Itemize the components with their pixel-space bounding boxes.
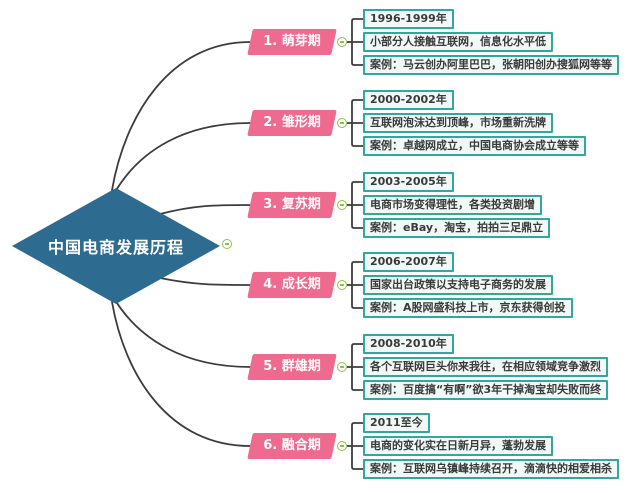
branch-4-collapse-minus-icon[interactable]	[337, 280, 347, 290]
branch-2: 2. 雏形期 2000-2002年 互联网泡沫达到顶峰，市场重新洗牌 案例：卓越…	[247, 90, 640, 156]
stage-label: 6. 融合期	[263, 438, 321, 453]
detail-node[interactable]: 1996-1999年	[363, 9, 454, 29]
stage-node-3[interactable]: 3. 复苏期	[247, 192, 337, 218]
curve-branch-2	[114, 122, 251, 193]
branch-6-collapse-minus-icon[interactable]	[337, 441, 347, 451]
curve-branch-6	[111, 301, 251, 447]
detail-node[interactable]: 案例：eBay，淘宝，拍拍三足鼎立	[363, 218, 551, 238]
bracket-connector	[347, 261, 363, 309]
bracket-connector	[347, 99, 363, 147]
detail-node[interactable]: 2000-2002年	[363, 90, 454, 110]
root-collapse-minus-icon[interactable]	[222, 239, 232, 249]
detail-node[interactable]: 2011至今	[363, 413, 430, 433]
branch-3: 3. 复苏期 2003-2005年 电商市场变得理性，各类投资剧增 案例：eBa…	[247, 172, 640, 238]
branch-2-collapse-minus-icon[interactable]	[337, 118, 347, 128]
bracket-connector	[347, 422, 363, 470]
stage-label: 5. 群雄期	[263, 359, 321, 374]
detail-node[interactable]: 2006-2007年	[363, 252, 454, 272]
curve-branch-1	[111, 41, 251, 191]
curve-branch-4	[159, 277, 251, 286]
stage-node-2[interactable]: 2. 雏形期	[247, 110, 337, 136]
curve-branch-5	[114, 299, 251, 368]
detail-node[interactable]: 案例：卓越网成立，中国电商协会成立等等	[363, 136, 586, 156]
curve-branch-3	[159, 204, 251, 215]
detail-node[interactable]: 电商的变化实在日新月异，蓬勃发展	[363, 436, 553, 456]
detail-node[interactable]: 案例：马云创办阿里巴巴，张朝阳创办搜狐网等等	[363, 55, 619, 75]
branch-4: 4. 成长期 2006-2007年 国家出台政策以支持电子商务的发展 案例：A股…	[247, 252, 640, 318]
stage-label: 4. 成长期	[263, 277, 321, 292]
stage-label: 2. 雏形期	[263, 115, 321, 130]
stage-node-1[interactable]: 1. 萌芽期	[247, 29, 337, 55]
detail-node[interactable]: 案例：A股网盛科技上市，京东获得创投	[363, 298, 573, 318]
stage-node-5[interactable]: 5. 群雄期	[247, 354, 337, 380]
detail-node[interactable]: 小部分人接触互联网，信息化水平低	[363, 32, 553, 52]
branch-6: 6. 融合期 2011至今 电商的变化实在日新月异，蓬勃发展 案例：互联网乌镇峰…	[247, 413, 640, 479]
branch-3-collapse-minus-icon[interactable]	[337, 200, 347, 210]
detail-node[interactable]: 2008-2010年	[363, 334, 454, 354]
branch-1: 1. 萌芽期 1996-1999年 小部分人接触互联网，信息化水平低 案例：马云…	[247, 9, 640, 75]
stage-node-4[interactable]: 4. 成长期	[247, 272, 337, 298]
detail-node[interactable]: 案例：百度搞“有啊”欲3年干掉淘宝却失败而终	[363, 380, 609, 400]
detail-node[interactable]: 案例：互联网乌镇峰持续召开，滴滴快的相爱相杀	[363, 459, 619, 479]
root-node-label: 中国电商发展历程	[47, 238, 184, 257]
detail-node[interactable]: 互联网泡沫达到顶峰，市场重新洗牌	[363, 113, 553, 133]
detail-node[interactable]: 电商市场变得理性，各类投资剧增	[363, 195, 542, 215]
bracket-connector	[347, 343, 363, 391]
stage-label: 3. 复苏期	[263, 197, 321, 212]
detail-node[interactable]: 国家出台政策以支持电子商务的发展	[363, 275, 553, 295]
detail-node[interactable]: 2003-2005年	[363, 172, 454, 192]
bracket-connector	[347, 18, 363, 66]
branch-5: 5. 群雄期 2008-2010年 各个互联网巨头你来我往，在相应领域竞争激烈 …	[247, 334, 640, 400]
stage-node-6[interactable]: 6. 融合期	[247, 433, 337, 459]
stage-label: 1. 萌芽期	[263, 34, 321, 49]
bracket-connector	[347, 181, 363, 229]
detail-node[interactable]: 各个互联网巨头你来我往，在相应领域竞争激烈	[363, 357, 608, 377]
branch-5-collapse-minus-icon[interactable]	[337, 362, 347, 372]
branch-1-collapse-minus-icon[interactable]	[337, 37, 347, 47]
